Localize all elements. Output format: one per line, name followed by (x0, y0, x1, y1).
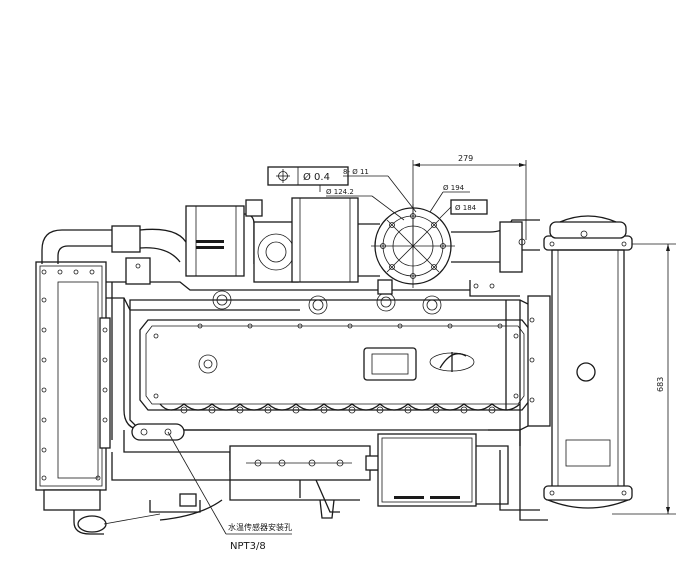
flange-dia-label: Ø 124.2 (326, 188, 354, 196)
brand-logo (429, 352, 475, 372)
outlet-box-callout: Ø 184 (439, 199, 488, 219)
charge-air-cooler (35, 261, 111, 535)
crankcase (111, 423, 381, 519)
dimension-683: 683 (612, 243, 676, 515)
outlet-box-label: Ø 184 (455, 204, 477, 212)
air-filter (185, 199, 263, 277)
outlet-callout: Ø 194 (429, 184, 470, 213)
hole-callout-label: 8- Ø 11 (343, 168, 369, 176)
bottom-fittings (103, 493, 223, 525)
control-box (377, 429, 521, 507)
exhaust-flange (371, 204, 455, 288)
hole-callout: 8- Ø 11 (343, 168, 417, 213)
note-thread-spec: NPT3/8 (230, 541, 266, 552)
exhaust-piping (451, 219, 540, 297)
flange-callout: Ø 124.2 (326, 188, 405, 221)
flywheel-housing (499, 295, 551, 521)
note-sensor-hole: 水温传感器安装孔 (228, 522, 292, 532)
dim-683-label: 683 (656, 377, 665, 392)
turbocharger (253, 197, 380, 283)
dim-279-label: 279 (458, 154, 473, 163)
tolerance-value: Ø 0.4 (303, 171, 330, 183)
outlet-dia-label: Ø 194 (443, 184, 465, 192)
valve-cover (139, 319, 531, 411)
right-canister (543, 215, 633, 509)
engine-block (129, 279, 541, 431)
intake-duct (106, 257, 470, 440)
valve-cover-bolts (153, 323, 519, 399)
tolerance-frame: Ø 0.4 ⊕ (267, 166, 349, 192)
head-bolt-row (159, 403, 521, 414)
note-leader: 水温传感器安装孔 NPT3/8 (167, 431, 292, 552)
intake-pipe (41, 225, 189, 264)
